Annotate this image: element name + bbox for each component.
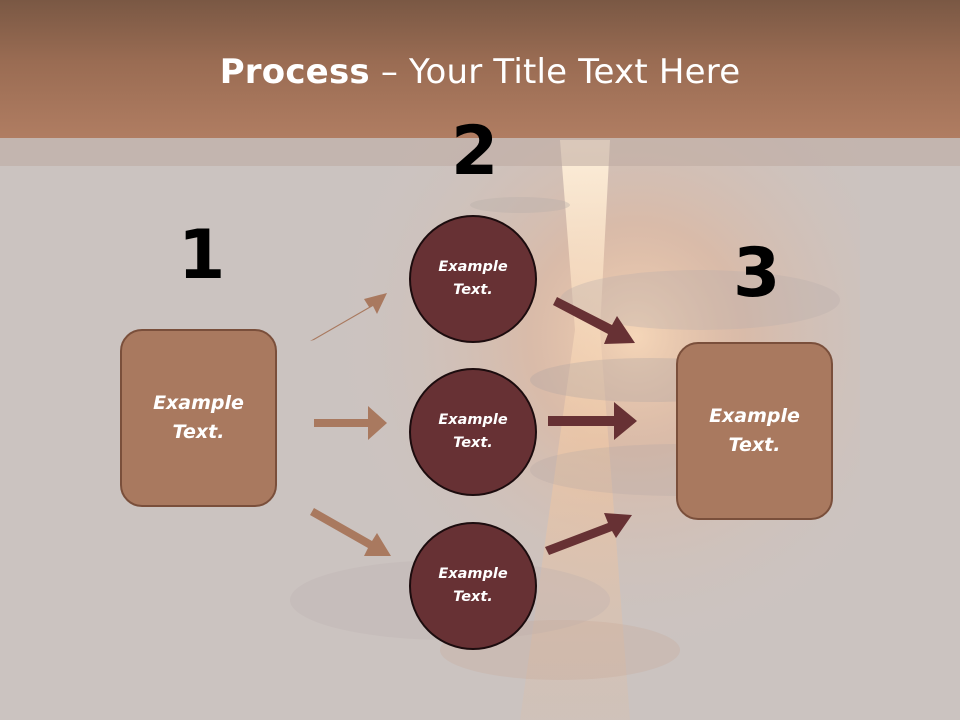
step-3-text: Example Text. [709,405,800,456]
step-3-box: Example Text. [676,342,833,520]
circle-middle-text: Example Text. [438,412,508,451]
step-number-1: 1 [178,216,226,295]
step-1-box: Example Text. [120,329,277,507]
title-strip [0,138,960,166]
step-1-text: Example Text. [153,392,244,443]
step-number-2: 2 [451,112,499,191]
title-bold: Process [219,52,370,92]
step-2-circle-top: Example Text. [409,215,537,343]
step-2-circle-middle: Example Text. [409,368,537,496]
circle-bottom-text: Example Text. [438,566,508,605]
title-rest: – Your Title Text Here [369,52,741,92]
title-bar [0,0,960,138]
step-2-circle-bottom: Example Text. [409,522,537,650]
circle-top-text: Example Text. [438,259,508,298]
page-title: Process – Your Title Text Here [0,52,960,92]
step-number-3: 3 [733,234,781,313]
